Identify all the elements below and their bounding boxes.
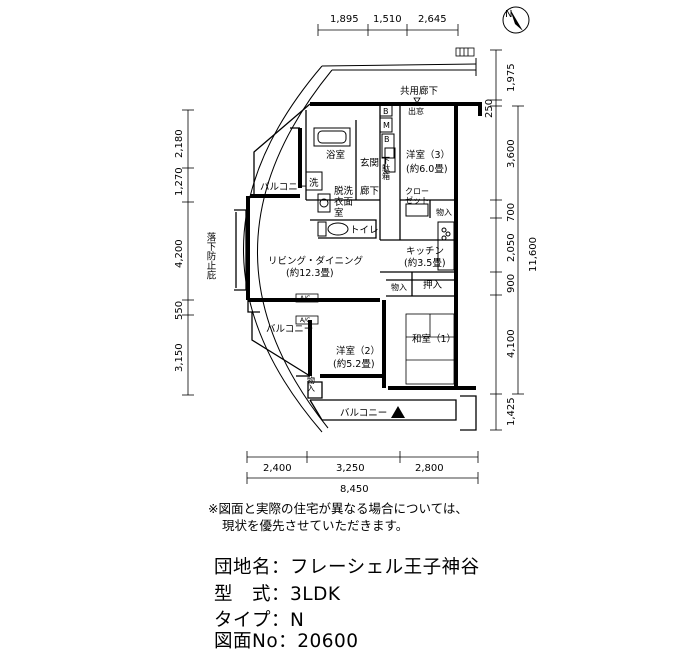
fall-prevention-eave: [243, 58, 477, 433]
dim-right-2: 250: [484, 99, 495, 118]
label-toilet: トイレ: [350, 225, 379, 236]
dim-bottom-total: 8,450: [340, 484, 369, 495]
info-sep: ：: [271, 610, 291, 631]
dim-right-total: 11,600: [528, 237, 539, 272]
info-sep: ：: [278, 631, 298, 652]
dim-left-1: 2,180: [174, 129, 185, 158]
dim-top-3: 2,645: [418, 14, 447, 25]
dim-bottom-2: 3,250: [336, 463, 365, 474]
label-balcony-upper: バルコニー: [260, 182, 307, 193]
info-key: 型 式: [214, 584, 272, 605]
label-balcony-left: バルコニー: [266, 324, 313, 335]
bottom-dimension-line: [246, 451, 479, 484]
label-storage3: 物入: [307, 375, 316, 392]
disclaimer-line-2: 現状を優先させていただきます。: [222, 518, 409, 533]
label-ac-2: A/C: [300, 317, 310, 324]
label-western2-size: (約5.2畳): [333, 358, 375, 370]
right-dimension-line: [490, 49, 524, 431]
label-balcony-bottom: バルコニー: [340, 408, 387, 419]
top-railing: [455, 47, 475, 57]
dim-right-3: 3,600: [506, 139, 517, 168]
dim-top-2: 1,510: [373, 14, 402, 25]
info-key: 団地名: [214, 557, 272, 578]
top-dimension-line: [317, 24, 459, 36]
dim-bottom-3: 2,800: [415, 463, 444, 474]
info-value: N: [290, 610, 305, 631]
label-oshiire: 押入: [423, 279, 443, 291]
label-storage1: 物入: [436, 207, 452, 217]
ac-unit: [295, 293, 319, 325]
label-mb-b: B: [384, 135, 390, 144]
dim-right-6: 900: [506, 274, 517, 293]
info-row-type: 型 式：3LDK: [214, 580, 341, 606]
dim-right-5: 2,050: [506, 233, 517, 262]
label-hallway: 廊下: [360, 185, 379, 197]
entrance-marker-icon: [391, 406, 405, 418]
label-western3: 洋室（3）: [406, 149, 450, 161]
dim-left-3: 4,200: [174, 239, 185, 268]
kitchen-counter: [405, 203, 455, 271]
label-genkan: 玄関: [360, 157, 379, 169]
meter-box: [379, 103, 395, 159]
label-living: リビング・ダイニング: [268, 255, 364, 267]
label-b-mark: B: [383, 107, 389, 116]
info-value: 20600: [297, 631, 359, 652]
label-fall-prevention: 落下防止庇: [205, 231, 217, 280]
label-closet: クローゼット: [405, 187, 429, 205]
label-ac-1: A/C: [300, 295, 310, 302]
label-kitchen: キッチン: [406, 246, 444, 257]
dim-left-5: 3,150: [174, 343, 185, 372]
bathtub-icon: [313, 127, 351, 147]
wash-basin-icon: [317, 193, 331, 213]
info-row-name: 団地名：フレーシェル王子神谷: [214, 553, 480, 579]
info-sep: ：: [271, 557, 291, 578]
dim-left-4: 550: [174, 301, 185, 320]
shoe-box: [384, 147, 396, 173]
toilet-icon: [317, 221, 349, 237]
label-living-size: (約12.3畳): [286, 267, 334, 279]
info-value: 3LDK: [290, 584, 341, 605]
info-key: タイプ: [214, 610, 272, 631]
dim-top-1: 1,895: [330, 14, 359, 25]
label-japanese1: 和室（1）: [412, 333, 456, 345]
label-corridor: 共用廊下: [400, 85, 438, 97]
compass-icon: N: [502, 6, 530, 34]
dim-right-1: 1,975: [506, 63, 517, 92]
label-kitchen-size: (約3.5畳): [404, 257, 446, 269]
label-storage2: 物入: [391, 282, 407, 292]
label-dressing: 脱洗衣面室: [334, 185, 354, 219]
disclaimer-line-1: ※図面と実際の住宅が異なる場合については、: [208, 501, 468, 516]
label-western3-size: (約6.0畳): [406, 163, 448, 175]
label-western2: 洋室（2）: [336, 345, 380, 357]
info-row-subtype: タイプ：N: [214, 606, 304, 632]
dim-right-4: 700: [506, 203, 517, 222]
label-bath: 浴室: [326, 149, 345, 161]
info-row-drawing-no: 図面No：20600: [214, 627, 359, 653]
corridor-arrow-icon: [413, 97, 421, 104]
exterior-walls: [246, 102, 482, 390]
compass-label: N: [505, 9, 512, 20]
info-value: フレーシェル王子神谷: [290, 557, 480, 578]
washer-space: [305, 171, 323, 191]
label-entrance-step: 出窓: [408, 106, 424, 116]
label-wash: 洗: [309, 177, 319, 189]
left-dimension-line: [182, 109, 194, 396]
label-mb: M: [383, 121, 390, 130]
info-sep: ：: [271, 584, 291, 605]
info-key: 図面No: [214, 631, 279, 652]
dim-left-2: 1,270: [174, 167, 185, 196]
label-shoe-box: 下駄箱: [382, 156, 391, 181]
dim-bottom-1: 2,400: [263, 463, 292, 474]
dim-right-8: 1,425: [506, 397, 517, 426]
tatami-mats: [405, 313, 455, 385]
dim-right-7: 4,100: [506, 329, 517, 358]
